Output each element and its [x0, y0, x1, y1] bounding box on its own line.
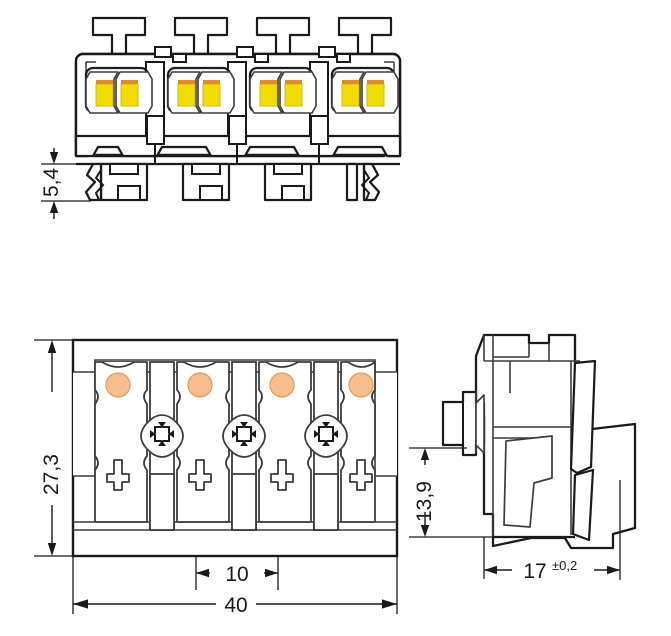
arrow-right — [265, 568, 278, 578]
arrow-symbol-4 — [349, 459, 373, 491]
front-view-arrow-symbols — [106, 459, 373, 491]
marker-dot-3 — [269, 372, 295, 398]
screw-opening-2 — [222, 414, 266, 458]
dim-40-label: 40 — [224, 594, 247, 617]
arrow-up — [49, 201, 59, 213]
top-view: 5,4 — [40, 16, 402, 219]
clamp-pole-4 — [331, 71, 399, 114]
front-view-screw-openings — [140, 414, 348, 458]
dim-5-4: 5,4 — [40, 148, 91, 219]
top-view-separator-blocks — [146, 115, 329, 145]
clamp-pole-1 — [85, 71, 153, 114]
arrow-left — [196, 568, 209, 578]
arrow-down — [47, 340, 57, 353]
arrow-down — [420, 525, 430, 537]
front-view-lower-stubs — [149, 473, 339, 531]
dim-17-label: 17 — [523, 560, 546, 583]
clamp-pole-3 — [249, 71, 317, 114]
screw-opening-1 — [140, 414, 184, 458]
dim-40: 40 — [72, 556, 398, 617]
side-view-foot — [503, 435, 553, 528]
dim-17: 17 ±0,2 — [483, 480, 621, 583]
top-view-clamp-cavities — [85, 71, 399, 114]
arrow-down — [49, 152, 59, 164]
top-view-separators — [154, 143, 320, 164]
arrow-up — [420, 448, 430, 460]
marker-dot-2 — [187, 372, 213, 398]
side-view-body — [474, 333, 637, 550]
arrow-right — [382, 599, 397, 609]
front-view-markers — [105, 372, 374, 398]
dim-17-tolerance-label: ±0,2 — [552, 558, 577, 573]
dim-27-3: 27,3 — [34, 339, 76, 557]
top-view-rail-foot-details — [109, 163, 305, 201]
side-view-lever-arm — [569, 359, 597, 475]
dim-27-3-label: 27,3 — [40, 454, 63, 495]
front-view-pole-dips — [101, 361, 376, 368]
side-view: 13,9 17 ±0,2 — [409, 333, 637, 583]
side-view-nose-chamfer — [475, 394, 485, 454]
marker-dot-4 — [348, 372, 374, 398]
dim-10: 10 — [195, 556, 279, 590]
arrow-symbol-1 — [106, 459, 130, 491]
screw-opening-3 — [304, 414, 348, 458]
arrow-left — [73, 599, 88, 609]
arrow-symbol-3 — [270, 459, 294, 491]
arrow-right — [607, 565, 620, 575]
notch-square-1 — [154, 46, 172, 58]
side-view-top-detail — [483, 335, 580, 393]
side-view-lever-arm-2 — [571, 468, 595, 542]
marker-dot-1 — [105, 372, 131, 398]
arrow-up — [47, 543, 57, 556]
dim-10-label: 10 — [225, 563, 248, 586]
dim-13-9-label: 13,9 — [413, 481, 436, 522]
top-view-latch-inner — [94, 169, 371, 201]
arrow-symbol-2 — [188, 459, 212, 491]
notch-square-2 — [236, 46, 254, 58]
notch-square-3 — [318, 46, 336, 58]
front-view: 27,3 10 40 — [34, 338, 399, 617]
top-view-notch-tabs — [140, 46, 351, 63]
clamp-pole-2 — [167, 71, 235, 114]
arrow-left — [484, 565, 497, 575]
rail-foot-4 — [345, 162, 359, 202]
dim-13-9: 13,9 — [409, 447, 495, 538]
dim-5-4-label: 5,4 — [40, 167, 63, 197]
